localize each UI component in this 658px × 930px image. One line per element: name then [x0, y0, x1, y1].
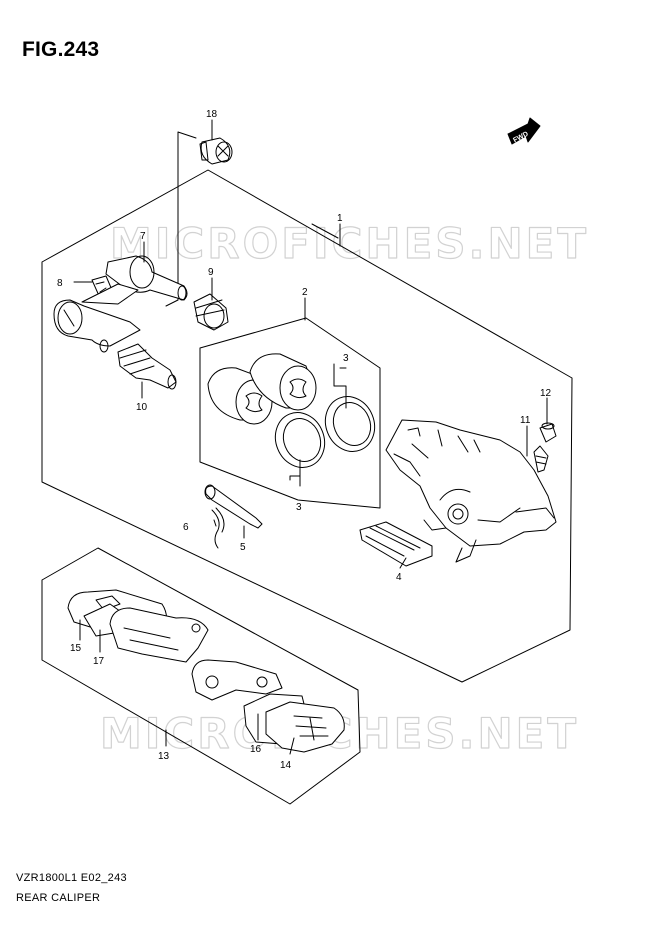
callout-14: 14 [280, 760, 292, 771]
bleeder-cap-small-part [539, 422, 557, 443]
callout-11: 11 [520, 415, 531, 426]
brake-pad-inner-right-part [265, 701, 345, 753]
brake-pad-inner-left-part [109, 607, 209, 663]
model-code: VZR1800L1 E02_243 [16, 872, 127, 884]
caliper-assembly-outline [41, 169, 573, 683]
dust-boot-large-part [117, 343, 177, 390]
piston-right-part [249, 353, 317, 411]
callout-16: 16 [250, 744, 262, 755]
watermark-top: MICROFICHES.NET [110, 219, 589, 268]
callout-12: 12 [540, 388, 552, 399]
callout-13: 13 [158, 751, 170, 762]
part-name: REAR CALIPER [16, 892, 101, 904]
piston-seal-rings-part [274, 396, 376, 468]
slide-pin-lower-part [53, 283, 141, 353]
callout-15: 15 [70, 643, 82, 654]
callout-5: 5 [240, 542, 246, 553]
callout-17: 17 [93, 656, 105, 667]
figure-title: FIG.243 [22, 38, 100, 61]
callout-9: 9 [208, 267, 214, 278]
callout-10: 10 [136, 402, 148, 413]
callout-4: 4 [396, 572, 402, 583]
leader-lines [73, 119, 548, 755]
callout-3-lower: 3 [296, 502, 302, 513]
bleeder-cap-part [199, 137, 233, 165]
bleeder-valve-part [533, 445, 549, 473]
pad-set-outline [41, 547, 361, 805]
pad-pin-part [204, 484, 263, 529]
pad-pin-clip-part [211, 507, 225, 549]
callout-2: 2 [302, 287, 308, 298]
dust-boot-small-part [193, 293, 229, 331]
callout-1: 1 [337, 213, 343, 224]
callout-6: 6 [183, 522, 189, 533]
pad-spring-plate-part [359, 521, 433, 567]
callout-7: 7 [140, 231, 146, 242]
caliper-body-part [385, 419, 557, 563]
fwd-arrow-icon: FWD [507, 117, 541, 145]
piston-set-outline [199, 317, 381, 509]
callout-18: 18 [206, 109, 218, 120]
callout-8: 8 [57, 278, 63, 289]
callout-3-upper: 3 [343, 353, 349, 364]
brake-pad-outer-right-part [191, 659, 283, 701]
